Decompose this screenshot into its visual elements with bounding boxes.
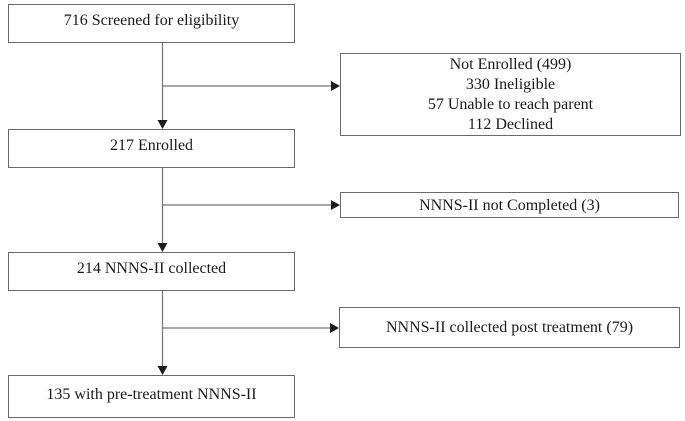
not-enrolled-declined: 112 Declined (467, 115, 554, 133)
nnns-post-treatment-label: NNNS-II collected post treatment (79) (385, 319, 634, 336)
nnns-collected-label: 214 NNNS-II collected (76, 260, 227, 277)
arrow-screened-to-enrolled (157, 43, 168, 129)
box-screened-for-eligibility: 716 Screened for eligibility (8, 4, 295, 43)
box-nnns-post-treatment: NNNS-II collected post treatment (79) (339, 307, 680, 348)
box-pre-treatment-nnns: 135 with pre-treatment NNNS-II (8, 375, 295, 418)
arrow-branch-nnns-not-completed (162, 200, 340, 210)
screened-label: 716 Screened for eligibility (63, 12, 240, 29)
nnns-not-completed-label: NNNS-II not Completed (3) (419, 196, 600, 214)
arrow-enrolled-to-collected (157, 168, 168, 252)
box-nnns-not-completed: NNNS-II not Completed (3) (340, 192, 679, 218)
enrolled-label: 217 Enrolled (109, 137, 194, 154)
not-enrolled-unable-to-reach: 57 Unable to reach parent (427, 95, 594, 113)
not-enrolled-ineligible: 330 Ineligible (465, 75, 556, 93)
arrow-branch-not-enrolled (162, 81, 340, 91)
not-enrolled-title: Not Enrolled (499) (449, 55, 572, 73)
pre-treatment-label: 135 with pre-treatment NNNS-II (46, 386, 257, 403)
arrow-branch-post-treatment (162, 323, 339, 333)
box-not-enrolled: Not Enrolled (499) 330 Ineligible 57 Una… (340, 53, 681, 136)
box-nnns-collected: 214 NNNS-II collected (8, 252, 295, 291)
box-enrolled: 217 Enrolled (8, 129, 295, 168)
arrow-collected-to-pretreatment (157, 291, 168, 375)
